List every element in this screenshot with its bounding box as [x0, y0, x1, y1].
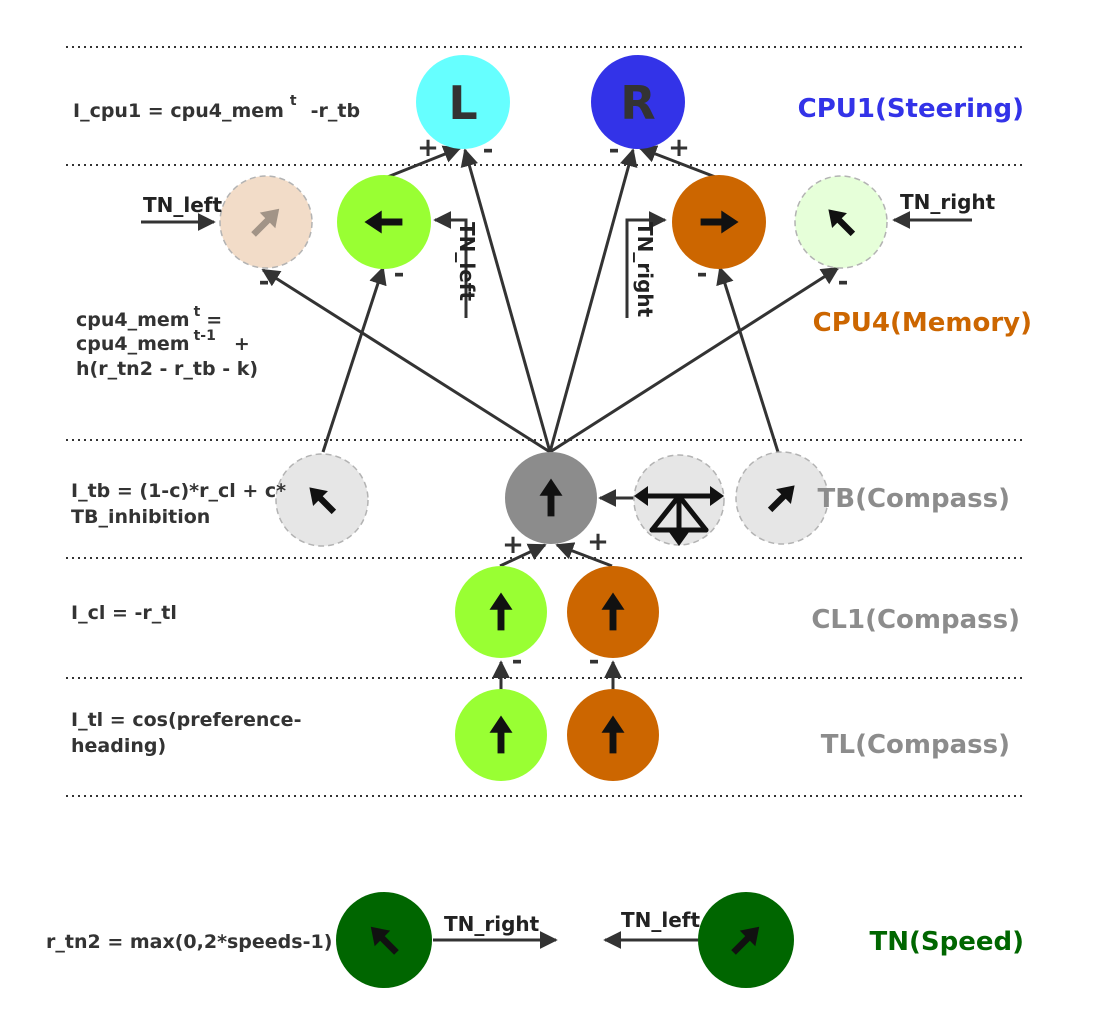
sign-minus: -	[697, 259, 708, 289]
sign-minus: -	[838, 267, 849, 297]
equation-tb-line2: TB_inhibition	[71, 506, 210, 528]
connection-tb-to-cpu4-left-faded	[261, 268, 551, 454]
sign-minus: -	[394, 259, 405, 289]
equation-tl-line2: heading)	[71, 735, 166, 757]
layer-label-cl1: CL1(Compass)	[811, 605, 1020, 635]
neuron-tb-center	[505, 452, 597, 544]
equation-cpu4-line3: h(r_tn2 - r_tb - k)	[76, 358, 258, 380]
neuron-cl1-orange	[567, 566, 659, 658]
neuron-tb-left	[275, 453, 369, 547]
multi-arrow-heads	[634, 486, 724, 546]
tn-left-output-label: TN_left	[621, 908, 701, 932]
layer-label-cpu1: CPU1(Steering)	[798, 94, 1024, 124]
tn-right-vertical-label: TN_right	[633, 222, 657, 318]
neuron-cl1-green	[455, 566, 547, 658]
connection-tb-to-cpu1-left	[460, 148, 552, 453]
connection-cpu4-orange-to-r	[638, 145, 719, 180]
connection-tn-left-to-green	[433, 211, 468, 318]
neuron-cpu1-left: L	[416, 55, 510, 149]
connection-cl1-green-to-tb	[499, 543, 547, 568]
sign-plus: +	[417, 133, 439, 163]
neuron-tn-right	[698, 892, 794, 988]
cpu1-left-letter: L	[448, 76, 477, 130]
tn-left-vertical-label: TN_left	[455, 222, 479, 302]
connections	[141, 145, 972, 949]
layer-separators	[66, 46, 1024, 797]
sign-plus: +	[668, 133, 690, 163]
equation-tn: r_tn2 = max(0,2*speeds-1)	[46, 931, 332, 953]
neuron-cpu4-orange	[672, 175, 766, 269]
signal-labels: TN_left TN_right TN_left TN_right TN_rig…	[143, 190, 996, 936]
connection-tb-right-to-cpu4-orange	[716, 266, 780, 453]
neuron-tl-green	[455, 689, 547, 781]
layer-label-tl: TL(Compass)	[821, 730, 1010, 760]
cpu1-right-letter: R	[620, 76, 655, 130]
equation-tb-line1: I_tb = (1-c)*r_cl + c*	[71, 480, 286, 502]
equation-cl1: I_cl = -r_tl	[71, 602, 177, 624]
neuron-tn-left	[336, 892, 432, 988]
sign-plus: +	[502, 530, 524, 560]
sign-minus: -	[609, 135, 620, 165]
layer-label-tb: TB(Compass)	[818, 484, 1010, 514]
neuron-cpu1-right: R	[591, 55, 685, 149]
neuron-tl-orange	[567, 689, 659, 781]
multi-arrow-icon	[637, 493, 721, 541]
connection-signs: + - - + - - - - + + - -	[259, 133, 849, 676]
sign-minus: -	[589, 646, 600, 676]
connection-cl1-orange-to-tb	[555, 542, 613, 568]
neuron-cpu4-right-faded	[794, 175, 888, 269]
neuron-tb-right	[735, 451, 829, 545]
sign-minus: -	[483, 135, 494, 165]
connection-tn-right-to-orange	[625, 211, 667, 318]
neuron-cpu4-green	[337, 175, 431, 269]
layer-label-cpu4: CPU4(Memory)	[813, 308, 1032, 338]
equation-tl-line1: I_tl = cos(preference-	[71, 709, 301, 731]
layer-labels: CPU1(Steering) CPU4(Memory) TB(Compass) …	[798, 94, 1032, 957]
tn-right-output-label: TN_right	[444, 912, 540, 936]
tn-right-label: TN_right	[900, 190, 996, 214]
connection-tb-to-cpu4-right-faded	[549, 266, 840, 454]
sign-minus: -	[512, 646, 523, 676]
connection-cpu4-green-to-l	[384, 145, 462, 180]
sign-plus: +	[587, 527, 609, 557]
neuron-tb-inhibition	[633, 454, 725, 546]
layer-label-tn: TN(Speed)	[870, 927, 1024, 957]
connection-tb-left-to-cpu4-green	[321, 266, 387, 453]
neuron-cpu4-left-faded	[219, 175, 313, 269]
connection-tb-to-cpu1-right	[548, 148, 638, 453]
sign-minus: -	[259, 267, 270, 297]
tn-left-label: TN_left	[143, 193, 223, 217]
